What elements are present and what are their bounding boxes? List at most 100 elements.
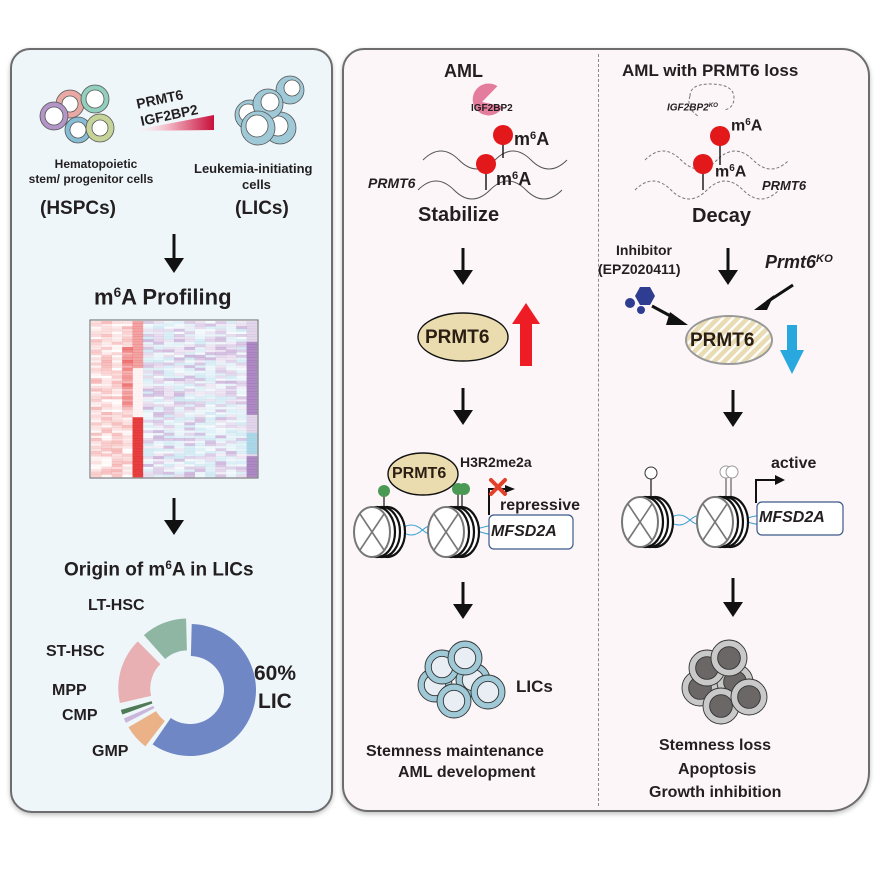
nucleosome-icon [427,505,481,559]
heatmap-cell [111,326,123,330]
heatmap-cell [111,339,123,343]
heatmap-cell [142,474,154,478]
heatmap-cell [215,458,227,462]
heatmap-cell [153,419,164,423]
heatmap-cell [163,375,175,379]
heatmap-cell [153,406,164,410]
heatmap-cell [246,352,258,356]
pie-label-gmp: GMP [92,743,129,760]
heatmap-cell [225,458,237,462]
heatmap-cell [205,417,216,421]
heatmap-cell [91,386,102,389]
heatmap-cell [184,466,196,470]
heatmap-cell [132,453,144,457]
profiling-prefix: m [94,284,114,310]
heatmap-cell [194,352,206,356]
heatmap-cell [174,321,185,324]
heatmap-cell [142,445,154,449]
prmt6-protein-inhibited-shape [685,315,773,365]
heatmap-cell [153,352,164,356]
heatmap-cell [225,334,237,337]
heatmap-cell [174,471,185,475]
heatmap-cell [236,414,247,418]
heatmap-cell [246,367,258,371]
heatmap-cell [111,464,123,467]
heatmap-cell [163,326,175,330]
heatmap-cell [101,445,113,449]
heatmap-cell [122,331,133,335]
m6a-prefix: m [514,129,531,149]
heatmap-cell [236,347,247,350]
heatmap-cell [91,469,102,473]
heatmap-cell [163,354,175,358]
heatmap-cell [142,438,154,441]
heatmap-cell [225,432,237,436]
heatmap-cell [132,445,144,449]
heatmap-cell [215,357,227,361]
heatmap-cell [205,331,216,335]
flow-arrow-icon [453,582,473,619]
heatmap-cell [153,334,164,337]
heatmap-cell [91,438,102,441]
lic-cluster-icon [234,75,305,146]
heatmap-cell [236,451,247,454]
heatmap-cell [101,459,112,462]
heatmap-cell [163,323,175,327]
heatmap-cell [111,438,123,441]
heatmap-cell [215,334,227,337]
heatmap-cell [132,386,144,389]
heatmap-cell [142,427,154,431]
heatmap-cell [163,419,175,423]
heatmap-cell [163,347,175,350]
heatmap-cell [91,430,102,433]
heatmap-cell [122,406,133,410]
heatmap-cell [205,406,216,410]
heatmap-cell [215,344,227,348]
flow-arrow-icon [718,248,738,285]
flow-arrow-icon [723,578,743,617]
heatmap-cell [215,365,227,369]
heatmap-cell [142,458,154,462]
heatmap-cell [153,336,164,340]
igf2bp2-ko-base: IGF2BP2 [667,102,709,114]
heatmap-cell [215,396,227,400]
igf2bp2-ko-ghost-icon [689,83,735,111]
heatmap-cell [246,456,258,460]
heatmap-cell [236,438,247,441]
heatmap-cell [101,474,113,478]
heatmap-cell [163,386,175,389]
m6a-suffix: A [750,117,763,135]
heatmap-cell [153,380,164,384]
heatmap-cell [111,466,123,470]
heatmap-cell [163,391,175,395]
heatmap-cell [163,461,175,465]
heatmap-cell [246,401,258,405]
heatmap-cell [225,422,237,426]
heatmap-cell [194,367,206,371]
heatmap-cell [163,370,175,374]
heatmap-cell [215,412,227,415]
heatmap-cell [132,321,144,324]
heatmap-cell [111,414,123,418]
lic-cells-icon [417,640,506,719]
heatmap-cell [246,440,258,444]
heatmap-cell [194,378,206,382]
heatmap-cell [246,427,258,431]
lic-abbrev: (LICs) [235,198,289,219]
heatmap-cell [132,375,144,379]
heatmap-cell [111,321,123,324]
heatmap-cell [236,440,247,444]
heatmap-cell [205,388,216,392]
heatmap-cell [132,378,144,382]
heatmap-cell [194,432,206,436]
heatmap-cell [132,339,144,343]
heatmap-cell [122,417,133,421]
heatmap-cell [184,425,196,428]
lics-label: LICs [516,677,553,696]
heatmap-cell [194,445,206,449]
heatmap-cell [236,352,247,356]
heatmap-cell [142,419,154,423]
heatmap-cell [215,461,227,465]
heatmap-cell [111,458,123,462]
heatmap-cell [142,409,154,413]
